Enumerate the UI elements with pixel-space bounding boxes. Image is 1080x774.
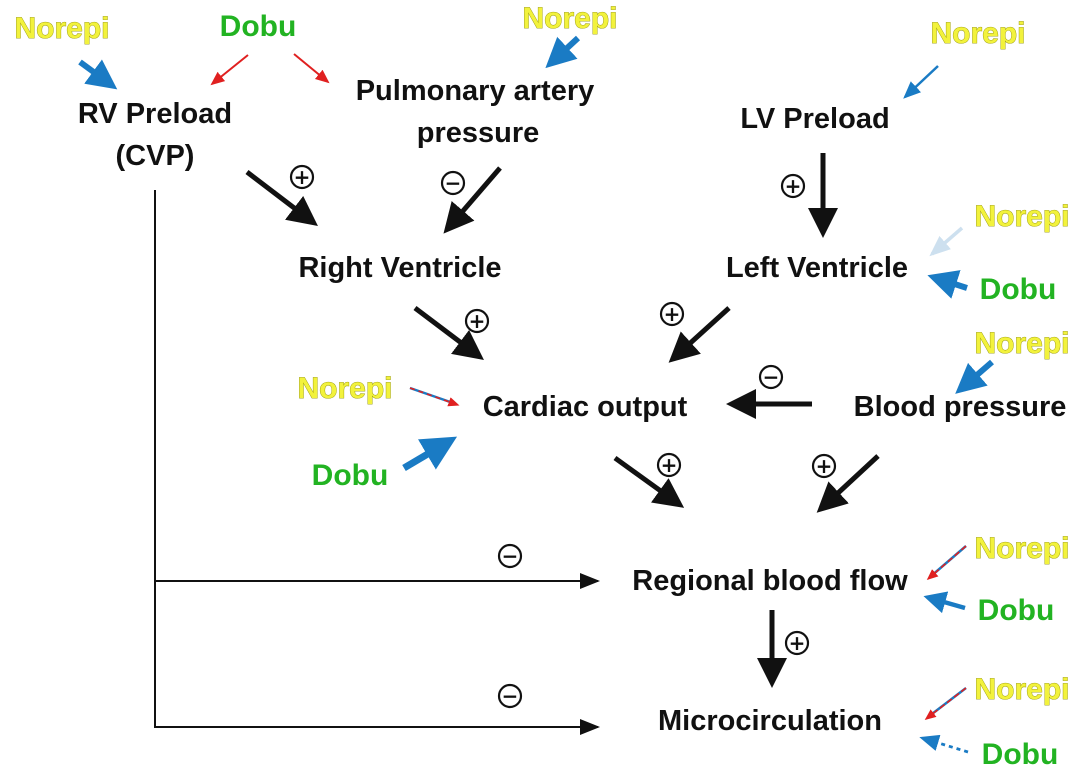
- drug-dobu-regional-flow: Dobu: [978, 594, 1055, 627]
- line-cvp-to-microcirculation: [154, 190, 600, 735]
- drug-norepi-rv-preload: Norepi: [14, 12, 109, 45]
- sign-minus-pulmonary: −: [440, 170, 466, 196]
- node-pulmonary-artery-pressure: pressure: [417, 117, 540, 149]
- node-pulmonary-artery: Pulmonary artery: [356, 75, 595, 107]
- svg-text:+: +: [785, 174, 802, 198]
- sign-minus-cvp-regional: −: [497, 543, 523, 569]
- svg-text:−: −: [763, 365, 780, 389]
- node-cardiac-output: Cardiac output: [483, 391, 688, 423]
- sign-plus-right-ventricle: +: [464, 308, 490, 334]
- sign-plus-blood-pressure-flow: +: [811, 453, 837, 479]
- arrow-norepi-to-regional-flow: [926, 545, 967, 581]
- arrow-norepi-to-blood-pressure: [955, 359, 994, 394]
- arrow-norepi-to-cardiac-output-blue: [409, 386, 457, 406]
- arrow-left-ventricle-to-cardiac-output: [668, 306, 731, 363]
- sign-plus-cardiac-output: +: [656, 452, 682, 478]
- svg-text:−: −: [445, 171, 462, 195]
- node-rv-preload: RV Preload: [78, 98, 232, 130]
- drug-norepi-microcirculation: Norepi: [974, 673, 1069, 706]
- sign-minus-blood-pressure: −: [758, 364, 784, 390]
- drug-norepi-blood-pressure: Norepi: [974, 327, 1069, 360]
- arrow-dobu-to-regional-flow: [923, 591, 966, 614]
- node-regional-blood-flow: Regional blood flow: [632, 565, 908, 597]
- drug-norepi-lv-preload: Norepi: [930, 17, 1025, 50]
- arrow-norepi-to-left-ventricle: [929, 226, 964, 257]
- arrow-dobu-to-rv-preload: [210, 54, 249, 86]
- svg-text:+: +: [789, 631, 806, 655]
- arrow-dobu-to-pulmonary: [293, 53, 330, 84]
- node-right-ventricle: Right Ventricle: [298, 252, 501, 284]
- node-left-ventricle: Left Ventricle: [726, 252, 908, 284]
- drug-dobu-left-ventricle: Dobu: [980, 273, 1057, 306]
- arrow-blood-pressure-to-regional-flow: [816, 454, 880, 513]
- svg-text:−: −: [502, 684, 519, 708]
- arrow-pulmonary-to-right-ventricle: [443, 166, 502, 234]
- arrow-norepi-to-lv-preload: [903, 65, 939, 99]
- svg-text:+: +: [661, 453, 678, 477]
- node-microcirculation: Microcirculation: [658, 705, 882, 737]
- arrow-norepi-to-pulmonary: [545, 35, 581, 69]
- arrow-cardiac-output-to-regional-flow: [613, 455, 685, 508]
- node-lv-preload: LV Preload: [740, 103, 889, 135]
- sign-plus-lv-preload: +: [780, 173, 806, 199]
- sign-plus-rv-preload: +: [289, 164, 315, 190]
- sign-plus-regional-flow: +: [784, 630, 810, 656]
- arrow-rv-preload-to-right-ventricle: [245, 170, 318, 227]
- node-rv-preload-cvp: (CVP): [116, 140, 195, 172]
- drug-norepi-cardiac-output: Norepi: [297, 372, 392, 405]
- sign-minus-cvp-micro: −: [497, 683, 523, 709]
- drug-dobu-top: Dobu: [220, 10, 297, 43]
- arrow-norepi-to-rv-preload: [78, 59, 118, 90]
- drug-norepi-regional-flow: Norepi: [974, 532, 1069, 565]
- sign-plus-left-ventricle: +: [659, 301, 685, 327]
- arrow-dobu-to-microcirculation: [919, 734, 969, 754]
- drug-dobu-microcirculation: Dobu: [982, 738, 1059, 771]
- svg-text:+: +: [294, 165, 311, 189]
- drug-dobu-cardiac-output: Dobu: [312, 459, 389, 492]
- arrow-dobu-to-cardiac-output: [402, 436, 458, 472]
- svg-text:−: −: [502, 544, 519, 568]
- arrow-dobu-to-left-ventricle: [927, 270, 968, 299]
- node-blood-pressure: Blood pressure: [854, 391, 1067, 423]
- svg-text:+: +: [469, 309, 486, 333]
- arrow-right-ventricle-to-cardiac-output: [413, 306, 484, 361]
- drug-norepi-left-ventricle: Norepi: [974, 200, 1069, 233]
- drug-norepi-pulmonary: Norepi: [522, 2, 617, 35]
- svg-text:+: +: [664, 302, 681, 326]
- svg-text:+: +: [816, 454, 833, 478]
